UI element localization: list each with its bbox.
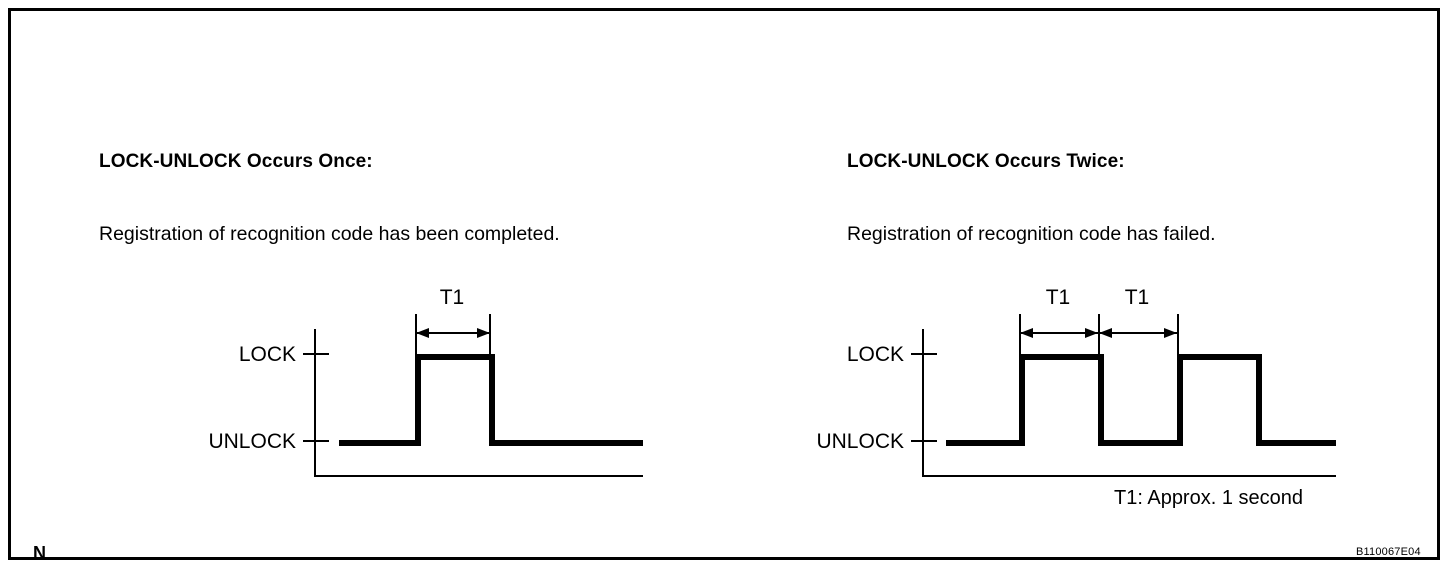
signal-falling-edge [1098,354,1104,446]
axis-label-lock-once: LOCK [238,343,296,366]
signal-rising-edge [1177,354,1183,446]
panel-heading-twice: LOCK-UNLOCK Occurs Twice: [847,151,1125,172]
axis-tick-lock-once [303,353,329,355]
signal-falling-edge [1256,354,1262,446]
dimension-arrowhead-right [1085,328,1098,338]
panel-body-once: Registration of recognition code has bee… [99,223,560,245]
dimension-line-t1 [1021,332,1098,334]
signal-rising-edge [415,354,421,446]
figure-reference-code: B110067E04 [1356,546,1421,558]
signal-falling-edge [489,354,495,446]
dimension-arrowhead-left [416,328,429,338]
dimension-extension-line [489,314,491,354]
y-axis-once [314,329,316,477]
axis-label-lock-twice: LOCK [846,343,904,366]
y-axis-twice [922,329,924,477]
axis-tick-lock-twice [911,353,937,355]
signal-rising-edge [1019,354,1025,446]
dimension-line-t1 [1100,332,1177,334]
dimension-arrowhead-right [1164,328,1177,338]
dimension-line-t1 [417,332,490,334]
dimension-label-t1: T1 [439,286,465,309]
signal-low-segment [1098,440,1183,446]
signal-high-segment [1177,354,1262,360]
figure-frame: LOCK-UNLOCK Occurs Once: Registration of… [8,8,1440,563]
dimension-label-t1: T1 [1124,286,1150,309]
signal-low-segment [489,440,643,446]
dimension-arrowhead-right [477,328,490,338]
axis-tick-unlock-twice [911,440,937,442]
x-axis-twice [922,475,1336,477]
dimension-extension-line [1177,314,1179,354]
signal-low-segment [1256,440,1336,446]
signal-low-segment [946,440,1025,446]
t1-definition-caption: T1: Approx. 1 second [1114,487,1304,509]
x-axis-once [314,475,643,477]
panel-heading-once: LOCK-UNLOCK Occurs Once: [99,151,373,172]
axis-tick-unlock-once [303,440,329,442]
dimension-label-t1: T1 [1045,286,1071,309]
axis-label-unlock-twice: UNLOCK [816,430,904,453]
signal-low-segment [339,440,421,446]
signal-high-segment [415,354,495,360]
dimension-arrowhead-left [1099,328,1112,338]
figure-orientation-mark: N [33,543,46,563]
panel-body-twice: Registration of recognition code has fai… [847,223,1216,245]
axis-label-unlock-once: UNLOCK [208,430,296,453]
signal-high-segment [1019,354,1104,360]
dimension-arrowhead-left [1020,328,1033,338]
